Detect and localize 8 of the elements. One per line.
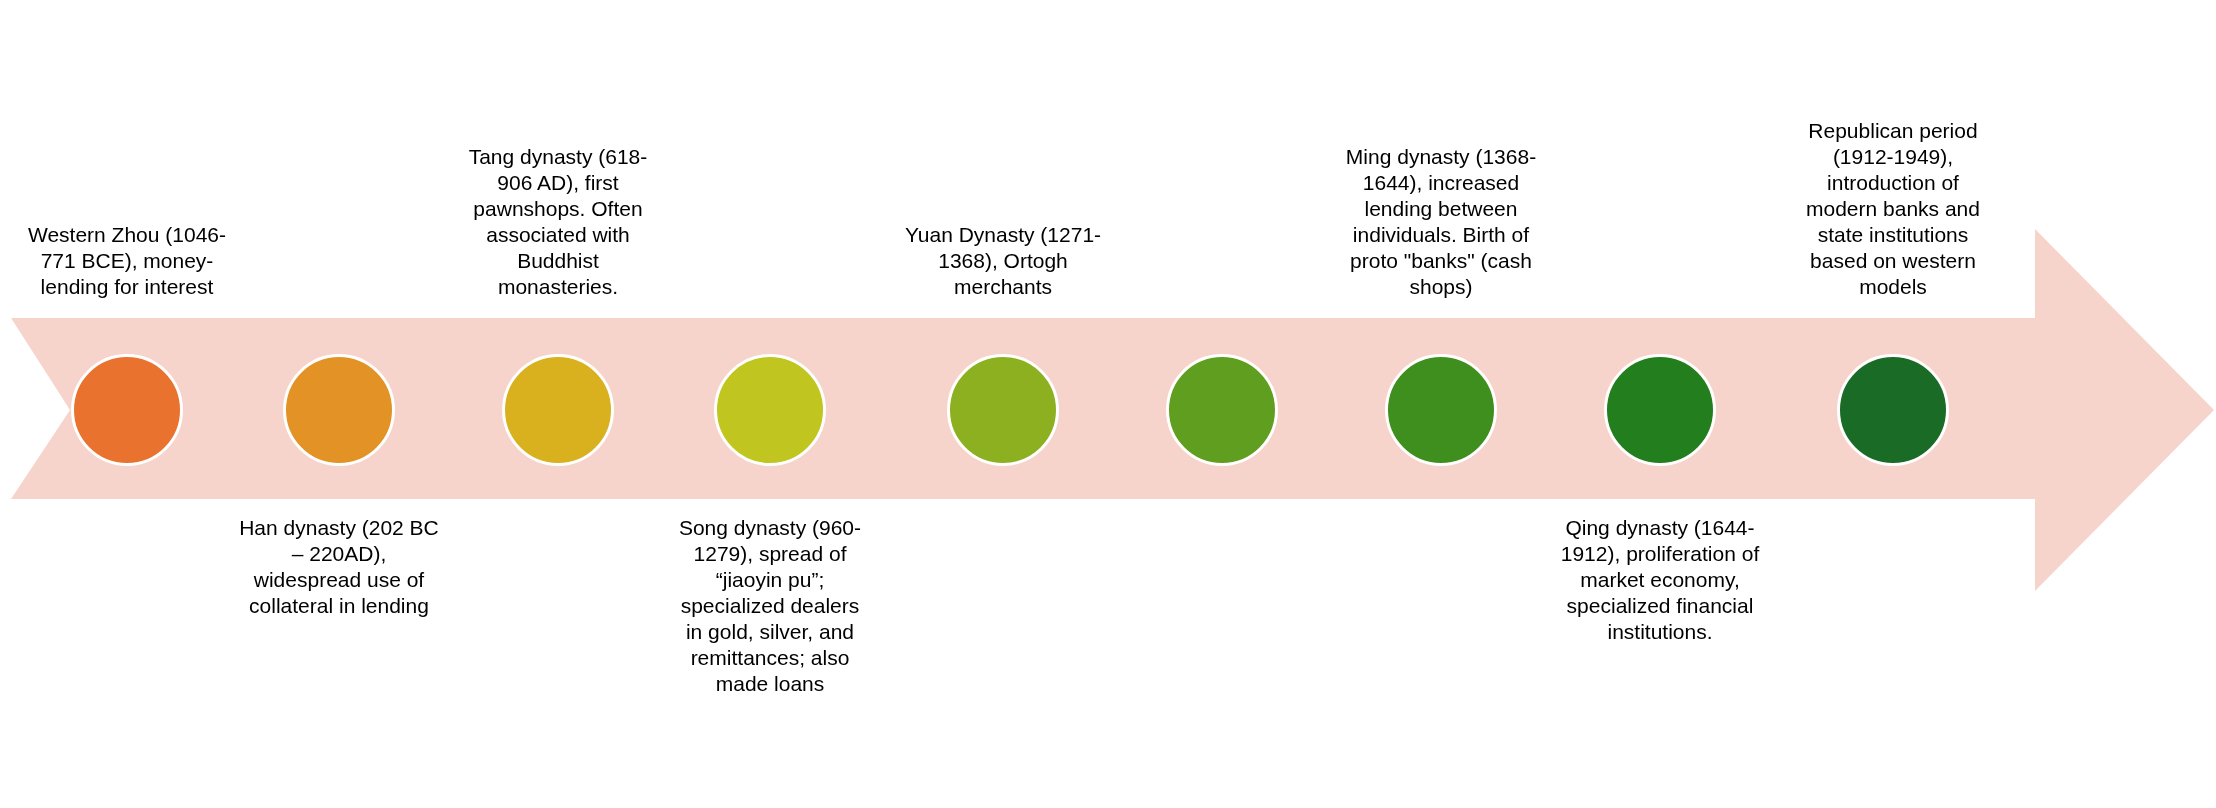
event-text: Ming dynasty (1368-1644), increased lending between individuals. Birth of proto "banks" (cash shops) [1344,144,1538,300]
event-text: Yuan Dynasty (1271-1368), Ortogh merchants [903,222,1103,300]
event-text: Song dynasty (960-1279), spread of “jiaoyin pu”; specialized dealers in gold, silver, and remittances; also made loans [677,515,863,697]
event-text: Tang dynasty (618-906 AD), first pawnshops. Often associated with Buddhist monasteries. [467,144,649,300]
event-text: Qing dynasty (1644-1912), proliferation of market economy, specialized financial institutions. [1560,515,1760,645]
event-text: Han dynasty (202 BC – 220AD), widespread use of collateral in lending [239,515,439,619]
event-text: Republican period (1912-1949), introduction of modern banks and state institutions based on western models [1805,118,1981,300]
event-text: Western Zhou (1046-771 BCE), money-lending for interest [27,222,227,300]
